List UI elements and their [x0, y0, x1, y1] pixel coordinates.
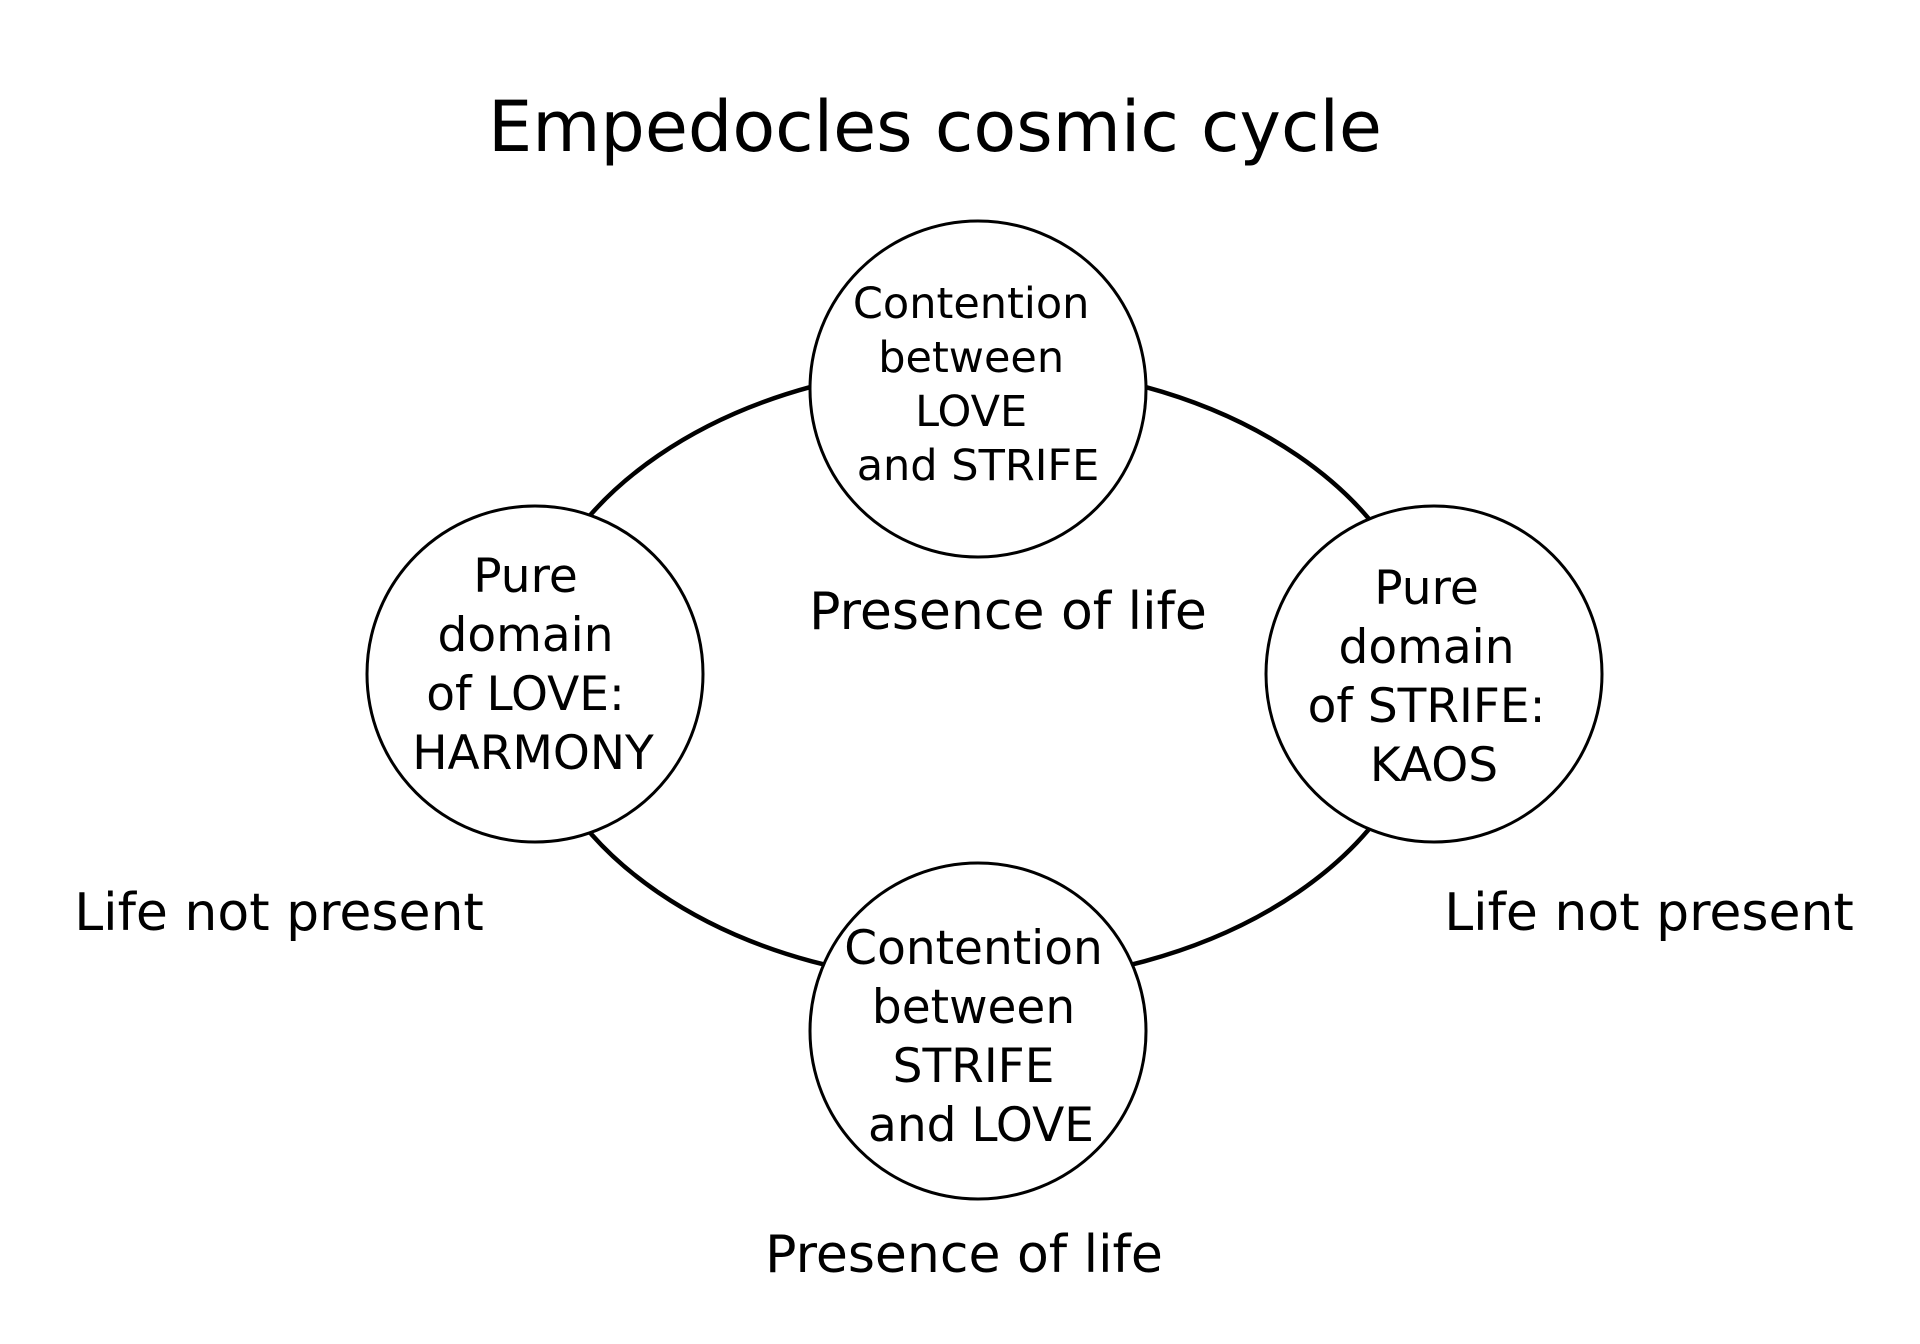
node-left-label: Pure domain of LOVE: HARMONY [412, 549, 654, 781]
node-left-line-2: domain [438, 608, 614, 663]
node-top-line-4: and STRIFE [857, 441, 1100, 491]
node-left-harmony: Pure domain of LOVE: HARMONY [365, 504, 705, 844]
diagram-title: Empedocles cosmic cycle [488, 86, 1382, 168]
node-bottom-line-4: and LOVE [868, 1098, 1094, 1153]
node-left-line-4: HARMONY [412, 726, 654, 781]
node-bottom-label: Contention between STRIFE and LOVE [844, 921, 1117, 1153]
node-top-circle [808, 219, 1148, 559]
zone-label-lower-presence-of-life: Presence of life [765, 1225, 1163, 1285]
node-right-line-3: of STRIFE: [1308, 679, 1546, 734]
zone-label-upper-presence-of-life: Presence of life [809, 582, 1207, 642]
node-bottom-line-1: Contention [844, 921, 1103, 976]
node-left-line-1: Pure [473, 549, 578, 604]
node-top-label: Contention between LOVE and STRIFE [853, 279, 1103, 491]
node-left-circle [365, 504, 705, 844]
node-right-line-4: KAOS [1370, 738, 1498, 793]
node-right-line-1: Pure [1374, 561, 1479, 616]
node-top-line-2: between [878, 333, 1064, 383]
zone-label-left-life-not-present: Life not present [74, 883, 484, 943]
node-bottom-circle [808, 861, 1148, 1201]
node-bottom-line-3: STRIFE [893, 1039, 1055, 1094]
node-top-contention-love-strife: Contention between LOVE and STRIFE [808, 219, 1148, 559]
node-top-line-3: LOVE [915, 387, 1027, 437]
node-right-label: Pure domain of STRIFE: KAOS [1308, 561, 1561, 793]
node-bottom-contention-strife-love: Contention between STRIFE and LOVE [808, 861, 1148, 1201]
zone-label-right-life-not-present: Life not present [1444, 883, 1854, 943]
node-right-line-2: domain [1339, 620, 1515, 675]
node-right-circle [1264, 504, 1604, 844]
node-right-kaos: Pure domain of STRIFE: KAOS [1264, 504, 1604, 844]
node-top-line-1: Contention [853, 279, 1090, 329]
node-bottom-line-2: between [872, 980, 1075, 1035]
node-left-line-3: of LOVE: [426, 667, 625, 722]
